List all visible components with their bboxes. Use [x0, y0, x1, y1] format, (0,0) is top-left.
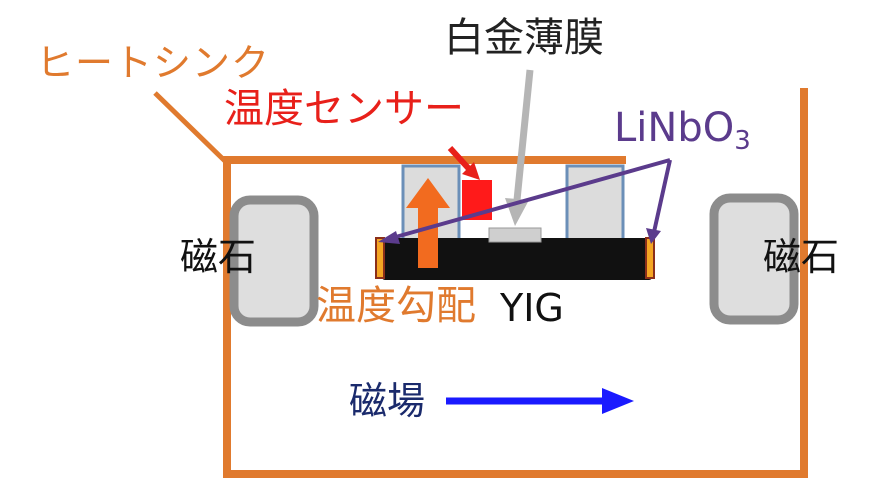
magnetic-field-label: 磁場: [349, 379, 426, 423]
sensor-pointer: [447, 145, 473, 173]
platinum-film: [488, 227, 542, 243]
linbo3-pointer-left: [391, 158, 671, 240]
yig-bar: [382, 238, 652, 280]
magnet-left: [229, 195, 319, 327]
heat-sink-label: ヒートシンク: [36, 41, 271, 85]
linbo3-pointer-right-head: [646, 228, 661, 244]
linbo3-pointer-left-head: [378, 231, 400, 244]
pillar-right: [565, 164, 625, 246]
linbo3-left: [375, 237, 385, 279]
heat-sink-pointer: [153, 91, 229, 165]
temperature-gradient-label: 温度勾配: [316, 283, 476, 329]
magnet-left-label: 磁石: [180, 235, 257, 279]
linbo3-label-base: LiNbO: [614, 105, 735, 151]
magnet-right-label: 磁石: [763, 235, 840, 279]
heat-sink-frame: [223, 88, 808, 478]
sensor-pointer-head: [462, 162, 480, 180]
magnet-right: [709, 193, 799, 325]
platinum-pointer: [513, 69, 534, 201]
temperature-gradient-arrow: [406, 178, 450, 268]
temperature-sensor-label: 温度センサー: [224, 86, 464, 132]
yig-label: YIG: [500, 286, 564, 330]
magnetic-field-arrow-head: [602, 388, 634, 414]
platinum-film-label: 白金薄膜: [444, 15, 604, 61]
linbo3-label-subscript: 3: [734, 126, 751, 156]
linbo3-right: [645, 237, 655, 279]
linbo3-pointer-right: [652, 159, 672, 233]
linbo3-label: LiNbO3: [614, 108, 751, 154]
